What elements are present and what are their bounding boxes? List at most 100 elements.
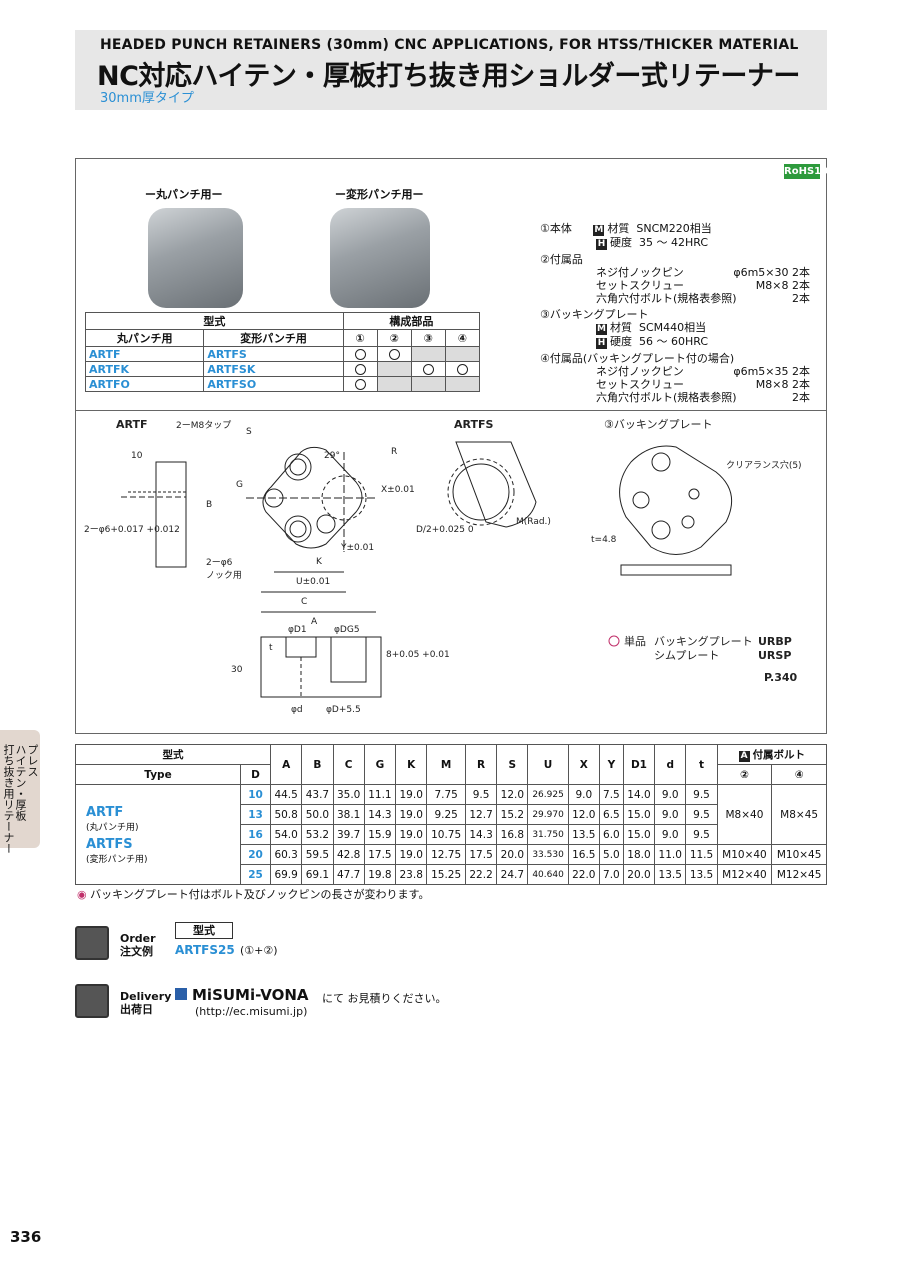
- label-shim: シムプレート: [654, 649, 719, 662]
- dim-col-d1: D1: [622, 744, 656, 785]
- label-u: U±0.01: [296, 577, 330, 587]
- cell: 50.8: [269, 804, 303, 825]
- cell: 17.5: [363, 844, 397, 865]
- cell: 43.7: [301, 784, 334, 805]
- label-b: B: [206, 500, 212, 510]
- spec-value: 2本: [792, 292, 810, 305]
- shaped-code: ARTFSO: [203, 376, 344, 392]
- cell: 14.3: [464, 824, 498, 845]
- dim-col-x: X: [567, 744, 600, 785]
- material-label: 材質: [607, 222, 630, 235]
- cell: 12.0: [496, 784, 529, 805]
- cell: 40.640: [527, 864, 569, 885]
- spec-value: φ6m5×30 2本: [733, 266, 810, 279]
- part-cell: [410, 346, 446, 362]
- dim-col-k: K: [395, 744, 428, 785]
- cell: 60.3: [269, 844, 303, 865]
- series-artfs: ARTFS: [86, 836, 133, 852]
- dim-col-u: U: [527, 744, 569, 785]
- spec-value: M8×8 2本: [755, 279, 810, 292]
- cell: 14.3: [363, 804, 397, 825]
- bolt-a2: M8×40: [716, 784, 773, 845]
- label-y: Y±0.01: [340, 543, 374, 553]
- cell: 9.5: [685, 824, 718, 845]
- delivery-tail: にて お見積りください。: [322, 992, 447, 1005]
- artfs-outline: [455, 441, 537, 528]
- hardness-value: 35 ～ 42HRC: [639, 236, 709, 249]
- round-code: ARTFO: [84, 376, 205, 392]
- delivery-url[interactable]: (http://ec.misumi.jp): [195, 1005, 308, 1018]
- truck-icon: [75, 984, 109, 1018]
- spec-body: ①本体: [540, 222, 572, 235]
- d-value: 13: [240, 804, 271, 825]
- cell: 69.1: [301, 864, 334, 885]
- d-value: 16: [240, 824, 271, 845]
- dim-col-t: t: [685, 744, 718, 785]
- label-bp-code: URBP: [758, 635, 792, 648]
- cell: 29.970: [527, 804, 569, 825]
- cell: 15.9: [363, 824, 397, 845]
- comp-header-type: 型式: [85, 312, 344, 330]
- panel-divider: [75, 410, 827, 411]
- phone-icon: [75, 926, 109, 960]
- cell: 7.75: [426, 784, 466, 805]
- page-reference[interactable]: P.340: [764, 671, 798, 684]
- label-t48: t=4.8: [591, 535, 617, 545]
- punch-hole: [321, 475, 367, 521]
- part-cell: [342, 346, 378, 362]
- cell: 10.75: [426, 824, 466, 845]
- label-r: R: [391, 447, 397, 457]
- cell: 50.0: [301, 804, 334, 825]
- japanese-title: NC対応ハイテン・厚板打ち抜き用ショルダー式リテーナー: [97, 61, 800, 92]
- label-knock: 2ーφ6: [206, 558, 233, 568]
- included-mark: [354, 379, 366, 390]
- dim-col-g: G: [363, 744, 397, 785]
- cell: 22.2: [464, 864, 498, 885]
- order-jp: 注文例: [120, 945, 153, 958]
- clearance-hole: [681, 515, 695, 529]
- dim-col-s: S: [496, 744, 529, 785]
- series-artf-sub: (丸パンチ用): [86, 822, 139, 833]
- label-single: 単品: [624, 634, 646, 648]
- side-tab-line1: プレス: [26, 744, 39, 777]
- hole-upper: [284, 453, 312, 481]
- d-value: 10: [240, 784, 271, 805]
- label-a: A: [311, 617, 318, 627]
- part-num-4: ④: [444, 329, 481, 347]
- table-row: ARTF ARTFS: [84, 346, 481, 362]
- bolt-b2: M10×40: [716, 844, 773, 865]
- d-value: 25: [240, 864, 271, 885]
- label-angle: 29°: [324, 451, 340, 461]
- cell: 13.5: [567, 824, 600, 845]
- label-t: t: [269, 643, 273, 653]
- included-mark: [456, 364, 468, 375]
- cell: 6.0: [598, 824, 624, 845]
- part-cell: [410, 361, 446, 377]
- label-backing: ③バッキングプレート: [604, 417, 713, 431]
- label-m-rad: M(Rad.): [516, 517, 551, 527]
- label-bp: バッキングプレート: [654, 634, 753, 648]
- cell: 31.750: [527, 824, 569, 845]
- included-mark: [422, 364, 434, 375]
- brand-name[interactable]: MiSUMi-VONA: [192, 986, 309, 1004]
- order-en: Order: [120, 932, 156, 945]
- included-mark: [354, 349, 366, 360]
- clearance-hole: [651, 452, 671, 472]
- backing-plate-outline: [619, 445, 733, 555]
- delivery-jp: 出荷日: [120, 1003, 153, 1016]
- spec-accessories: ②付属品: [540, 253, 583, 266]
- shaped-code: ARTFS: [203, 346, 344, 362]
- spec-value: 2本: [792, 391, 810, 404]
- cell: 9.0: [654, 804, 687, 825]
- shaped-code: ARTFSK: [203, 361, 344, 377]
- label-shim-code: URSP: [758, 649, 791, 662]
- cell: 9.5: [464, 784, 498, 805]
- label-tap: 2ーM8タップ: [176, 420, 231, 431]
- cell: 59.5: [301, 844, 334, 865]
- table-row: ARTFO ARTFSO: [84, 376, 481, 392]
- d-value: 20: [240, 844, 271, 865]
- cell: 11.1: [363, 784, 397, 805]
- dim-col-r: R: [464, 744, 498, 785]
- cell: 19.8: [363, 864, 397, 885]
- spec-item: セットスクリュー: [596, 279, 684, 292]
